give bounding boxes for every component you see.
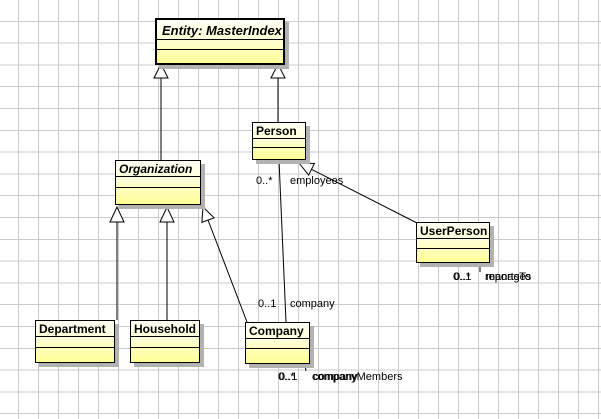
operations-compartment xyxy=(246,349,309,363)
class-name: Household xyxy=(131,321,199,337)
operations-compartment xyxy=(36,348,114,362)
class-name: Entity: MasterIndex xyxy=(157,20,283,40)
class-organization[interactable]: Organization xyxy=(115,160,201,205)
operations-compartment xyxy=(417,249,489,262)
attributes-compartment xyxy=(36,337,114,348)
attributes-compartment xyxy=(246,339,309,350)
operations-compartment xyxy=(253,148,305,159)
generalization-userperson-to-person[interactable] xyxy=(297,162,418,224)
operations-compartment xyxy=(157,50,283,63)
operations-compartment xyxy=(116,188,200,204)
class-name: Company xyxy=(246,323,309,339)
class-person[interactable]: Person xyxy=(252,122,306,160)
attributes-compartment xyxy=(253,139,305,148)
attributes-compartment xyxy=(116,177,200,189)
attributes-compartment xyxy=(131,337,199,348)
multiplicity-label-companyMembers: 0..* xyxy=(278,371,295,383)
attributes-compartment xyxy=(417,239,489,249)
multiplicity-label-employees: 0..* xyxy=(256,175,273,187)
role-label-employees: employees xyxy=(290,175,344,187)
multiplicity-label-company2: 0..1 xyxy=(279,371,298,383)
role-label-company2: company xyxy=(313,371,358,383)
class-entity-masterindex[interactable]: Entity: MasterIndex xyxy=(155,18,285,65)
operations-compartment xyxy=(131,348,199,362)
attributes-compartment xyxy=(157,40,283,50)
role-label-reportsTo: reportsTo xyxy=(485,271,531,283)
role-label-manages: manages xyxy=(486,271,532,283)
multiplicity-label-reportsTo: 0..1 xyxy=(453,271,472,283)
class-name: Department xyxy=(36,321,114,337)
association-person-company[interactable] xyxy=(278,159,287,323)
role-label-company: company xyxy=(290,298,335,310)
class-company[interactable]: Company xyxy=(245,322,310,364)
class-household[interactable]: Household xyxy=(130,320,200,363)
generalization-company-to-organization[interactable] xyxy=(201,205,248,323)
class-name: Person xyxy=(253,123,305,139)
generalization-person-to-entity[interactable] xyxy=(270,62,286,122)
generalization-department-to-organization[interactable] xyxy=(109,205,125,320)
association-stub-company[interactable] xyxy=(304,364,307,372)
multiplicity-label-manages: 0..* xyxy=(454,271,471,283)
multiplicity-label-company: 0..1 xyxy=(258,298,277,310)
class-name: UserPerson xyxy=(417,223,489,239)
class-name: Organization xyxy=(116,161,200,177)
class-userperson[interactable]: UserPerson xyxy=(416,222,490,263)
generalization-household-to-organization[interactable] xyxy=(159,205,175,320)
generalization-organization-to-entity[interactable] xyxy=(153,62,169,160)
role-label-companyMembers: companyMembers xyxy=(312,371,403,383)
class-department[interactable]: Department xyxy=(35,320,115,363)
